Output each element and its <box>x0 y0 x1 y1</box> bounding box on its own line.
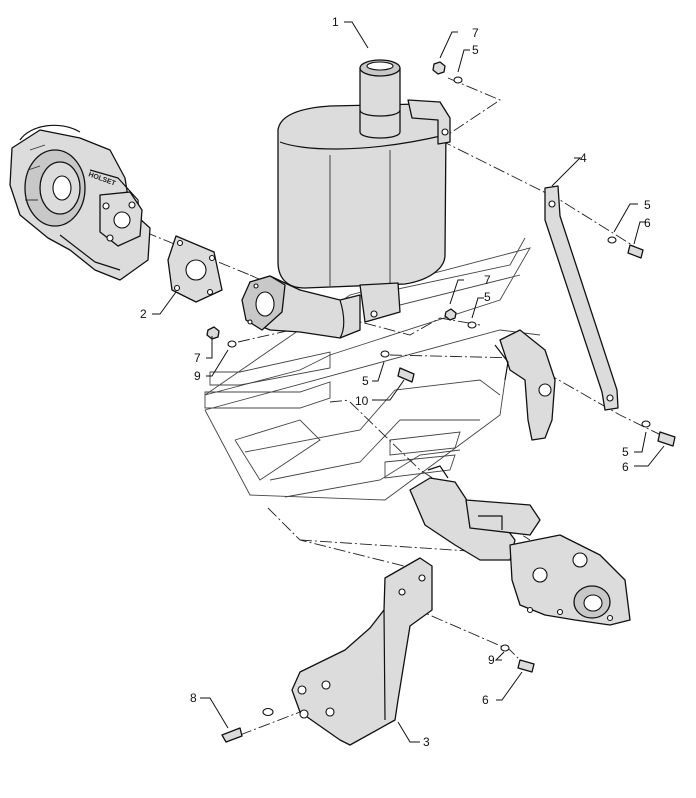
callout-6-bottom: 6 <box>482 693 489 707</box>
callouts: 1 7 5 4 5 6 2 7 5 7 9 5 10 5 6 9 6 8 3 <box>140 15 651 749</box>
leader-lines <box>152 21 665 743</box>
nut-icon <box>432 61 446 75</box>
muffler-part-1 <box>241 59 451 339</box>
callout-8: 8 <box>190 691 197 705</box>
callout-5-center: 5 <box>362 374 369 388</box>
callout-1: 1 <box>332 15 339 29</box>
callout-6-strap: 6 <box>644 216 651 230</box>
callout-7-mid: 7 <box>484 273 491 287</box>
gasket-part-2 <box>167 235 223 303</box>
support-bracket-part-3 <box>291 557 433 746</box>
callout-5-top: 5 <box>472 43 479 57</box>
callout-3: 3 <box>423 735 430 749</box>
callout-9-bottom: 9 <box>488 653 495 667</box>
callout-7-top: 7 <box>472 26 479 40</box>
frame-mount-bracket <box>494 329 556 441</box>
strap-part-4 <box>544 185 619 411</box>
hardware <box>206 61 676 743</box>
callout-2: 2 <box>140 307 147 321</box>
callout-10: 10 <box>355 394 369 408</box>
callout-6-right: 6 <box>622 460 629 474</box>
callout-5-right: 5 <box>622 445 629 459</box>
turbocharger: HOLSET <box>9 124 151 281</box>
callout-4: 4 <box>580 151 587 165</box>
frame-outline <box>204 237 541 501</box>
callout-5-mid: 5 <box>484 290 491 304</box>
callout-7-left: 7 <box>194 351 201 365</box>
callout-5-strap: 5 <box>644 198 651 212</box>
callout-9-left: 9 <box>194 369 201 383</box>
exhaust-manifold <box>409 465 631 626</box>
